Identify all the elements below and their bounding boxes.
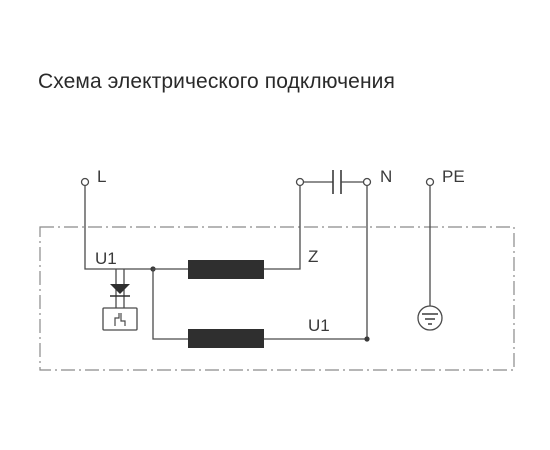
- enclosure-frame: [39, 226, 515, 371]
- wire-to-aux-winding: [152, 269, 188, 340]
- terminal-n-label: N: [380, 167, 392, 186]
- terminal-pe-label: PE: [442, 167, 465, 186]
- thermal-protector: [102, 307, 138, 331]
- protector-arrow-icon: [110, 284, 130, 294]
- winding-label-u1-top: U1: [95, 249, 117, 268]
- main-winding: [188, 260, 264, 279]
- terminal-pe: [425, 177, 435, 187]
- terminal-n: [362, 177, 372, 187]
- terminal-z: [295, 177, 305, 187]
- wire-main-to-z: [264, 186, 301, 270]
- junction-n: [364, 336, 370, 342]
- terminal-l-label: L: [97, 167, 106, 186]
- protector-contact-icon: [114, 313, 126, 326]
- wire-l: [84, 186, 153, 270]
- terminal-l: [80, 177, 90, 187]
- aux-winding: [188, 329, 264, 348]
- winding-label-z: Z: [308, 247, 318, 266]
- diagram-title: Схема электрического подключения: [38, 70, 395, 93]
- winding-label-u1-bottom: U1: [308, 316, 330, 335]
- ground-icon: [417, 305, 443, 331]
